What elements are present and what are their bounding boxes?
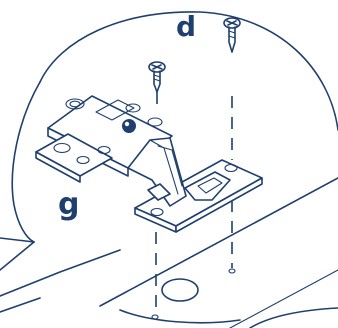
screw-right xyxy=(224,18,240,52)
pilot-hole-left xyxy=(152,315,158,319)
screw-label: d xyxy=(176,10,196,43)
pilot-hole-right xyxy=(229,269,235,273)
cup-hole xyxy=(162,279,198,301)
hinge-label: g xyxy=(58,187,79,222)
mounting-holes xyxy=(152,269,235,319)
screw-left xyxy=(149,62,165,92)
